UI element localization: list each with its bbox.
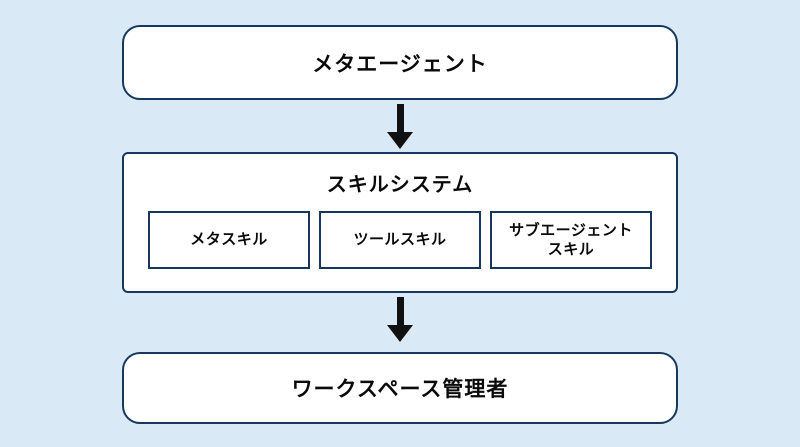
- skill-row: メタスキル ツールスキル サブエージェント スキル: [148, 211, 652, 273]
- skill-system-title: スキルシステム: [326, 174, 474, 196]
- skill-system-box: スキルシステム メタスキル ツールスキル サブエージェント スキル: [122, 152, 678, 293]
- down-arrow-bottom: [387, 297, 413, 342]
- down-arrow-top: [387, 104, 413, 149]
- meta-agent-label: メタエージェント: [312, 52, 488, 76]
- meta-agent-box: メタエージェント: [122, 25, 678, 100]
- workspace-manager-label: ワークスペース管理者: [291, 378, 509, 401]
- arrow-head-icon: [387, 325, 413, 342]
- tool-skill-label: ツールスキル: [353, 231, 447, 249]
- subagent-skill-label: サブエージェント スキル: [509, 221, 633, 259]
- meta-skill-label: メタスキル: [190, 231, 268, 249]
- arrow-shaft: [396, 297, 404, 325]
- arrow-shaft: [396, 104, 404, 132]
- tool-skill-box: ツールスキル: [319, 211, 481, 269]
- meta-skill-box: メタスキル: [148, 211, 310, 269]
- arrow-head-icon: [387, 132, 413, 149]
- workspace-manager-box: ワークスペース管理者: [122, 352, 678, 424]
- subagent-skill-box: サブエージェント スキル: [490, 211, 652, 269]
